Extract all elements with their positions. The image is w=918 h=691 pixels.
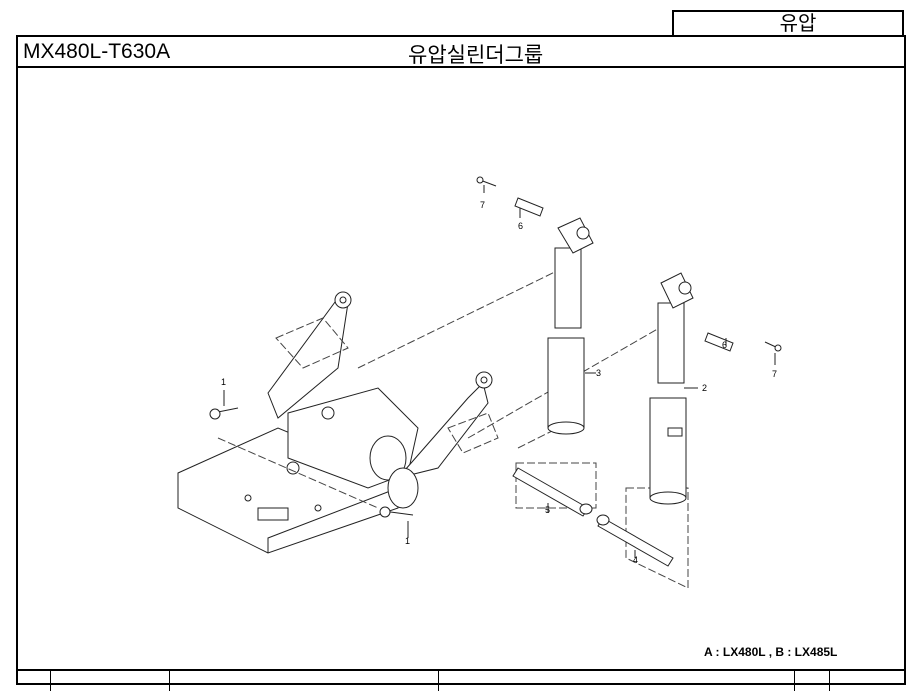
group-title: 유압실린더그룹 (408, 44, 544, 67)
reference-lines (217, 267, 689, 589)
pins (512, 197, 734, 567)
column-divider (794, 671, 795, 691)
callout-6: 6 (518, 221, 523, 231)
callout-1: 1 (405, 536, 410, 546)
parts-table-header (18, 669, 904, 691)
callout-3: 3 (596, 368, 601, 378)
model-variant-note: A : LX480L , B : LX485L (704, 645, 838, 659)
hydraulic-cylinder-2 (649, 272, 694, 505)
bolts (209, 176, 782, 518)
callout-7: 7 (480, 200, 485, 210)
column-divider (169, 671, 170, 691)
callout-leaders (223, 185, 776, 558)
exploded-parts-diagram: 7 6 6 7 3 2 1 1 5 4 (177, 176, 782, 589)
callout-4: 4 (633, 555, 638, 565)
lift-arm-assembly (267, 291, 493, 509)
callout-2: 2 (702, 383, 707, 393)
callout-1: 1 (221, 377, 226, 387)
hydraulic-cylinder-3 (547, 217, 594, 435)
callout-7: 7 (772, 369, 777, 379)
model-number: MX480L-T630A (23, 40, 171, 63)
diagram-frame: MX480L-T630A 유압실린더그룹 (16, 35, 906, 691)
callout-5: 5 (545, 505, 550, 515)
category-label: 유압 (672, 10, 904, 35)
column-divider (50, 671, 51, 691)
callout-6: 6 (722, 340, 727, 350)
column-divider (829, 671, 830, 691)
title-row: MX480L-T630A 유압실린더그룹 (18, 37, 904, 68)
column-divider (438, 671, 439, 691)
